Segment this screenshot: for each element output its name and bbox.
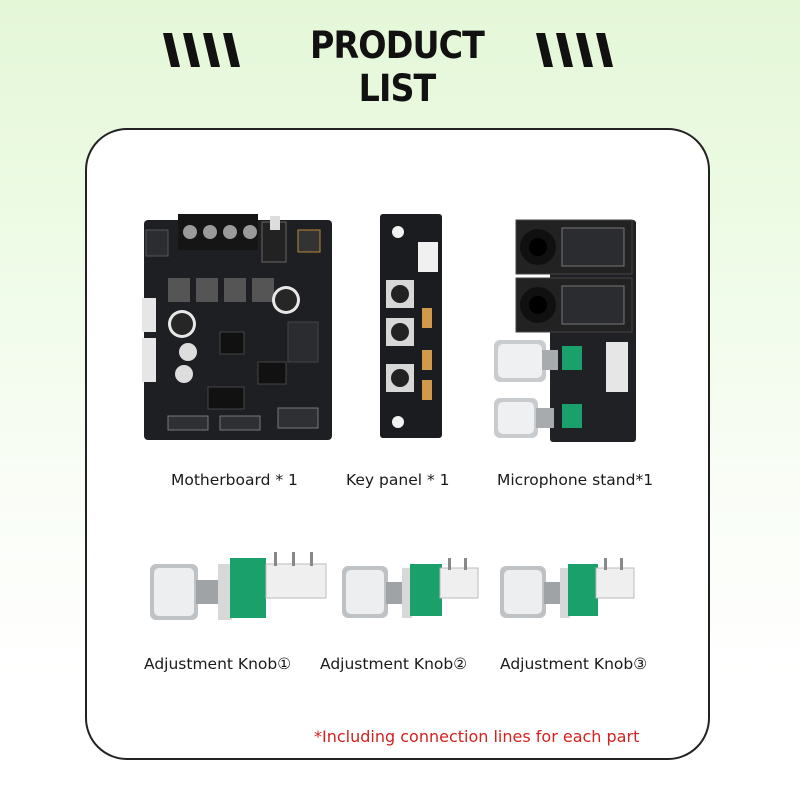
key-panel-image bbox=[380, 214, 442, 438]
product-label-key-panel: Key panel * 1 bbox=[346, 471, 450, 489]
product-label-knob-1: Adjustment Knob① bbox=[144, 655, 292, 673]
decorative-stripes-left bbox=[163, 33, 240, 67]
footer-note: *Including connection lines for each par… bbox=[314, 727, 640, 746]
product-label-knob-3: Adjustment Knob③ bbox=[500, 655, 648, 673]
adjustment-knob-3-image bbox=[500, 558, 635, 618]
header: PRODUCT LIST bbox=[0, 20, 800, 110]
adjustment-knob-1-image bbox=[150, 552, 327, 620]
page-title: PRODUCT LIST bbox=[310, 24, 485, 110]
motherboard-image bbox=[142, 214, 332, 440]
product-label-motherboard: Motherboard * 1 bbox=[171, 471, 298, 489]
product-label-knob-2: Adjustment Knob② bbox=[320, 655, 468, 673]
adjustment-knob-2-image bbox=[342, 558, 479, 618]
product-label-microphone-stand: Microphone stand*1 bbox=[497, 471, 654, 489]
microphone-stand-image bbox=[494, 219, 636, 442]
decorative-stripes-right bbox=[536, 33, 613, 67]
